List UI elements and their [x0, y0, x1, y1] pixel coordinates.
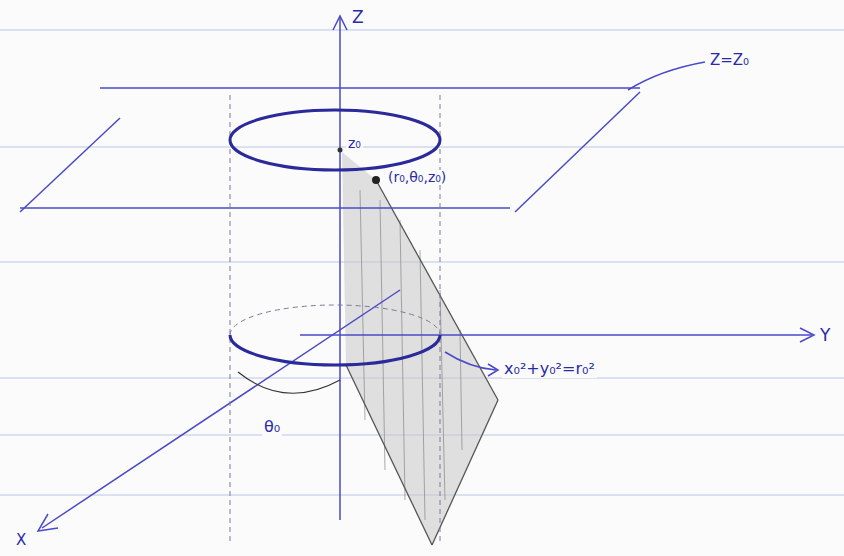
axis-label: Y — [818, 326, 832, 345]
point-label: (r₀,θ₀,z₀) — [386, 170, 448, 185]
axis-label: Z — [350, 8, 366, 27]
angle-label: θ₀ — [262, 418, 282, 436]
plane-label: Z=Z₀ — [708, 52, 751, 69]
height-label: z₀ — [346, 136, 363, 151]
axis-label: X — [14, 532, 28, 549]
equation-label: x₀²+y₀²=r₀² — [502, 360, 597, 378]
